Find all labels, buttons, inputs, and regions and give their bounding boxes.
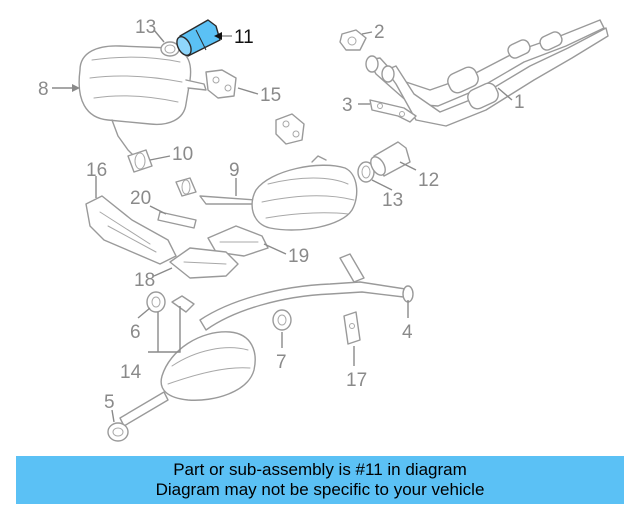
- leader-lines: [52, 29, 513, 423]
- part-info-banner: Part or sub-assembly is #11 in diagram D…: [16, 456, 624, 504]
- part-18-heat-shield[interactable]: [169, 247, 239, 279]
- banner-line-1: Part or sub-assembly is #11 in diagram: [173, 460, 467, 479]
- part-10-clamp[interactable]: [127, 149, 197, 197]
- part-17-heat-shield[interactable]: [85, 195, 177, 265]
- part-4-y-pipe[interactable]: [199, 253, 414, 331]
- callout-6: 6: [130, 322, 141, 343]
- part-13-upper-clamp[interactable]: [160, 41, 180, 57]
- part-15-bracket[interactable]: [343, 311, 361, 345]
- callout-18: 18: [134, 270, 155, 291]
- callout-19: 19: [288, 246, 309, 267]
- callout-2: 2: [374, 22, 385, 43]
- callout-13-mid: 13: [382, 190, 403, 211]
- part-8-rear-muffler[interactable]: [78, 45, 207, 157]
- part-16-hanger-brackets[interactable]: [205, 69, 305, 145]
- part-11-tailpipe-tip[interactable]: [174, 19, 221, 58]
- callout-3: 3: [342, 95, 353, 116]
- callout-11: 11: [234, 27, 254, 48]
- callout-7: 7: [276, 352, 287, 373]
- callout-17: 16: [86, 160, 107, 181]
- callout-15: 17: [346, 370, 367, 391]
- callout-5: 5: [104, 392, 115, 413]
- callout-4: 4: [402, 322, 413, 343]
- part-14-rear-muffler[interactable]: [107, 331, 256, 442]
- banner-line-2: Diagram may not be specific to your vehi…: [155, 480, 485, 499]
- part-7-hanger[interactable]: [272, 309, 292, 331]
- part-9-center-muffler[interactable]: [199, 155, 358, 231]
- part-3-bracket[interactable]: [369, 99, 417, 123]
- part-1-front-pipe-catalysts[interactable]: [365, 19, 609, 127]
- callout-10: 10: [172, 144, 193, 165]
- callout-1: 1: [514, 92, 525, 113]
- part-12-tailpipe-tip[interactable]: [368, 141, 411, 178]
- callout-12: 12: [418, 170, 439, 191]
- callout-16: 15: [260, 85, 281, 106]
- callout-20: 20: [130, 188, 151, 209]
- callout-8: 8: [38, 79, 49, 100]
- part-2-gasket[interactable]: [339, 29, 367, 51]
- callout-9: 9: [229, 160, 240, 181]
- part-20-bracket[interactable]: [157, 211, 197, 229]
- callout-14: 14: [120, 362, 142, 383]
- callout-13-top: 13: [135, 17, 156, 38]
- part-13-lower-clamp[interactable]: [357, 161, 375, 183]
- callout-labels: 13 11 2 8 15 3 1 10 9 16 12 13 20 19 18 …: [38, 17, 525, 413]
- part-6-hanger[interactable]: [146, 291, 195, 313]
